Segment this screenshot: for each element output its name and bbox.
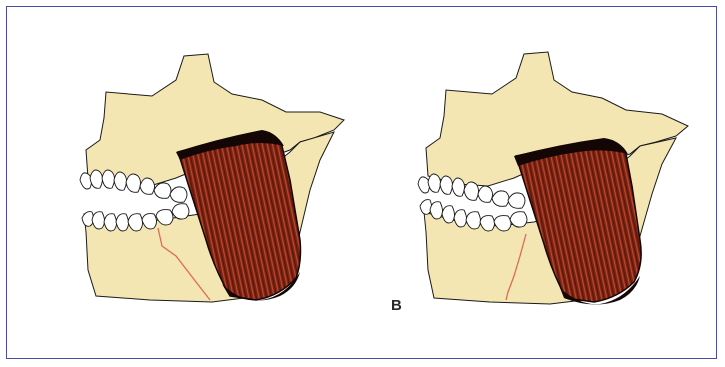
- panel-a: [80, 54, 344, 302]
- panel-b: [418, 52, 688, 305]
- panel-label-b: B: [391, 298, 402, 313]
